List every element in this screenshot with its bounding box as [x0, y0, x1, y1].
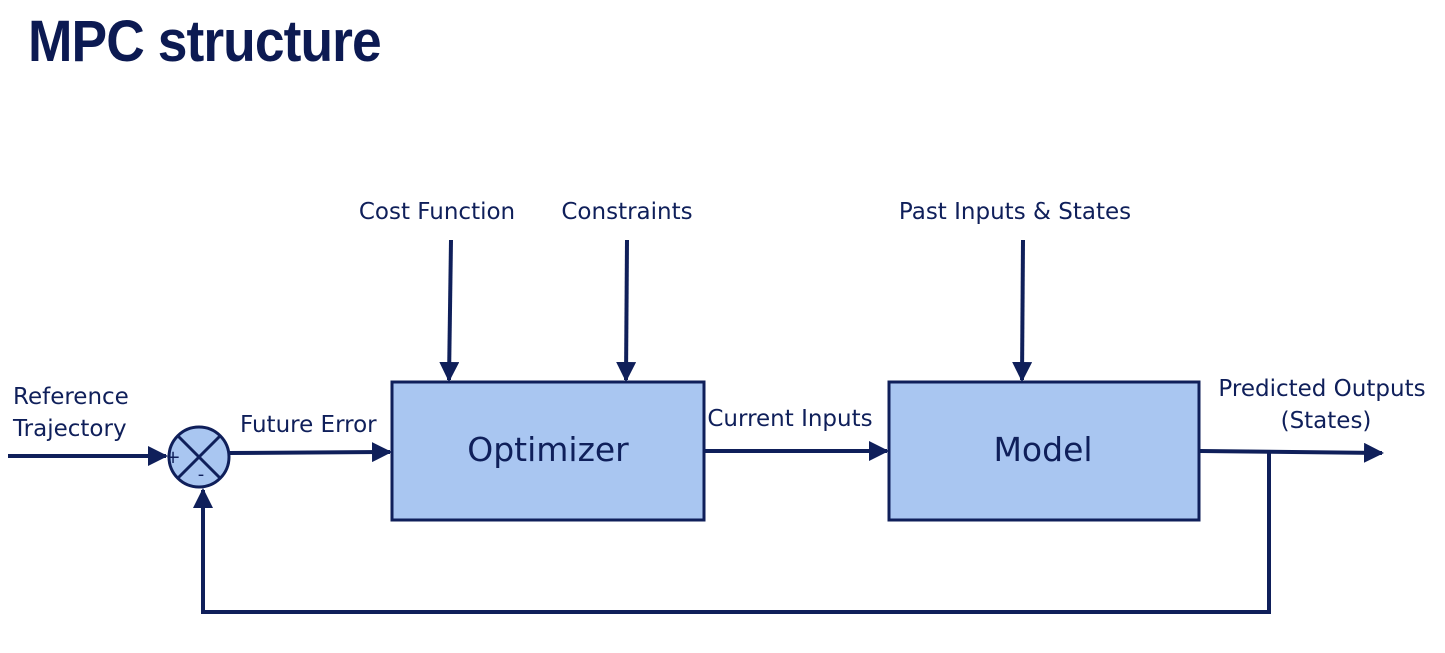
optimizer-block [390, 380, 706, 522]
current-inputs-label: Current Inputs [707, 406, 872, 432]
optimizer-label: Optimizer [467, 430, 629, 469]
feedback-path [193, 452, 1271, 614]
future-error-arrow [228, 442, 392, 463]
model-label: Model [993, 430, 1092, 469]
predicted-outputs-label-line2: (States) [1281, 408, 1372, 434]
cost-function-label: Cost Function [359, 199, 515, 225]
plus-sign: + [165, 447, 180, 468]
reference-label-line2: Trajectory [12, 416, 127, 442]
constraints-label: Constraints [561, 199, 692, 225]
model-block [887, 380, 1201, 522]
predicted-outputs-label-line1: Predicted Outputs [1218, 376, 1425, 402]
summing-junction: + - [165, 425, 231, 489]
cost-function-arrow [439, 239, 460, 382]
past-inputs-arrow [1012, 239, 1033, 382]
predicted-outputs-arrow [1199, 442, 1384, 463]
future-error-label: Future Error [240, 412, 377, 438]
reference-label-line1: Reference [13, 384, 129, 410]
constraints-arrow [616, 239, 637, 382]
page-title: MPC structure [28, 9, 382, 74]
past-inputs-states-label: Past Inputs & States [899, 199, 1131, 225]
minus-sign: - [198, 464, 205, 485]
